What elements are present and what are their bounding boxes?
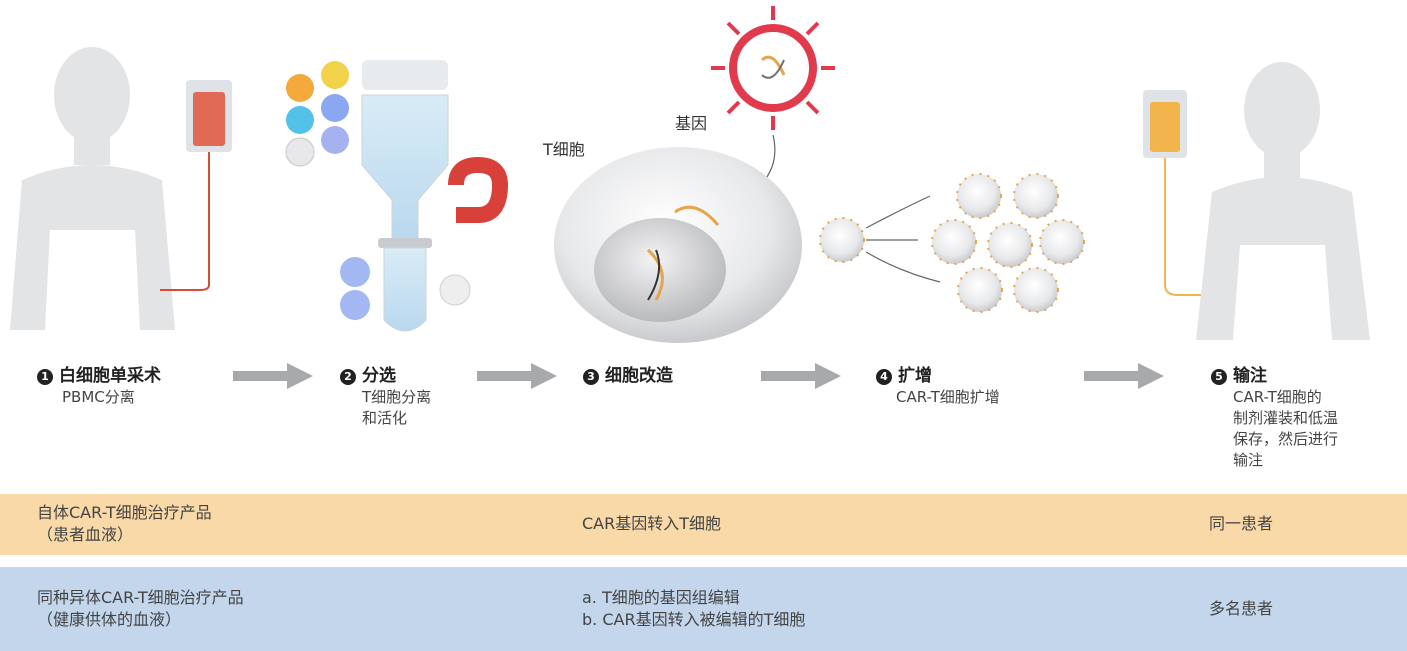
magnet-icon xyxy=(448,156,509,223)
product-source: （健康供体的血液） xyxy=(37,610,182,629)
product-name: 自体CAR-T细胞治疗产品 xyxy=(37,503,212,522)
patient-body-left xyxy=(10,47,175,330)
patient-body-right xyxy=(1196,62,1370,340)
allogeneic-row: 同种异体CAR-T细胞治疗产品 （健康供体的血液） a. T细胞的基因组编辑 b… xyxy=(0,567,1407,651)
t-cell-label: T细胞 xyxy=(543,140,585,159)
blood-bag-icon xyxy=(160,80,232,291)
product-name: 同种异体CAR-T细胞治疗产品 xyxy=(37,588,244,607)
t-cell-icon xyxy=(554,147,802,343)
recipient-text: 同一患者 xyxy=(1209,514,1274,533)
virus-icon xyxy=(711,6,835,130)
separation-column-icon xyxy=(361,60,449,332)
step-arrow-2 xyxy=(477,363,557,389)
process-text-a: a. T细胞的基因组编辑 xyxy=(582,588,740,607)
product-source: （患者血液） xyxy=(37,525,134,544)
gene-label: 基因 xyxy=(675,114,708,133)
process-text: CAR基因转入T细胞 xyxy=(582,514,722,533)
cell-cluster-icon xyxy=(285,61,471,320)
step-arrow-1 xyxy=(233,363,313,389)
recipient-text: 多名患者 xyxy=(1209,599,1274,618)
car-t-bag-icon xyxy=(1143,90,1208,296)
step-arrow-4 xyxy=(1084,363,1164,389)
process-illustration xyxy=(10,6,1370,343)
expansion-cells-icon xyxy=(819,173,1085,313)
process-text-b: b. CAR基因转入被编辑的T细胞 xyxy=(582,610,806,629)
autologous-row: 自体CAR-T细胞治疗产品 （患者血液） CAR基因转入T细胞 同一患者 xyxy=(0,494,1407,555)
step-arrow-3 xyxy=(761,363,841,389)
